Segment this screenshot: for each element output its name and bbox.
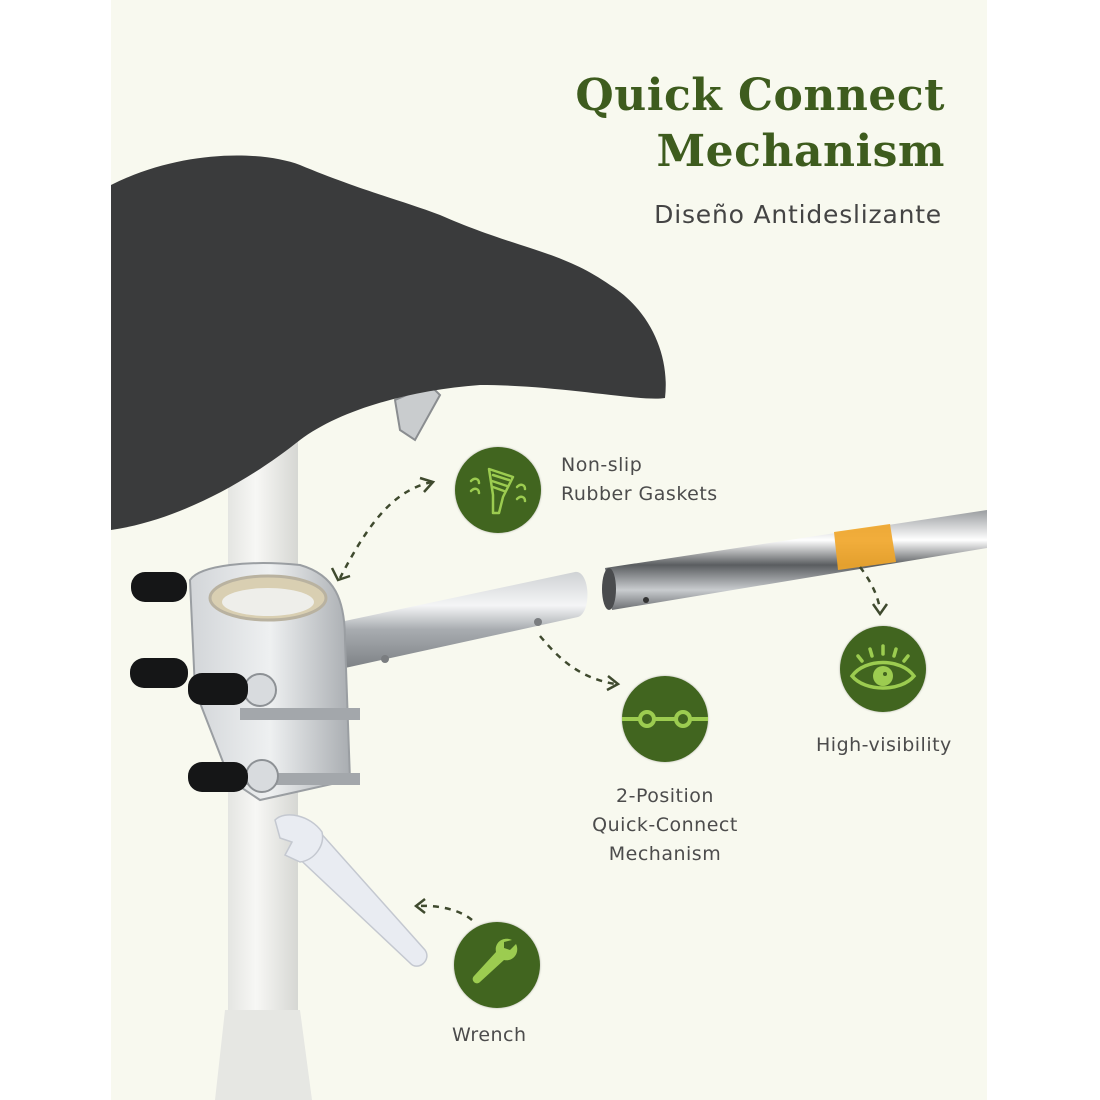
quick-connect-arm [340, 571, 588, 668]
chrome-handle-tube [605, 510, 987, 610]
reflector-band [834, 524, 896, 570]
title-line-1: Quick Connect [575, 70, 945, 121]
feature-badge-rubber-gaskets [455, 447, 541, 533]
wrench-tool [274, 814, 428, 967]
feature-label-wrench: Wrench [452, 1024, 527, 1046]
seat [111, 155, 666, 530]
adjustment-knobs [130, 572, 248, 792]
feature-label-rubber-gaskets: Non-slip Rubber Gaskets [561, 454, 718, 505]
pole-base [215, 1010, 312, 1100]
feature-badge-wrench [454, 922, 540, 1008]
wrench-icon [472, 938, 518, 984]
feature-label-quick-connect: 2-Position Quick-Connect Mechanism [592, 785, 738, 865]
page-title: Quick Connect Mechanism [575, 68, 945, 180]
title-line-2: Mechanism [656, 126, 945, 177]
feature-label-high-visibility: High-visibility [816, 734, 952, 756]
two-position-connect-icon [622, 710, 708, 728]
eye-icon [849, 644, 917, 690]
feature-badge-high-visibility [840, 626, 926, 712]
callout-arrows [338, 480, 882, 921]
feature-badge-quick-connect [622, 676, 708, 762]
rubber-gasket-icon [469, 467, 527, 515]
page-subtitle: Diseño Antideslizante [654, 200, 942, 229]
